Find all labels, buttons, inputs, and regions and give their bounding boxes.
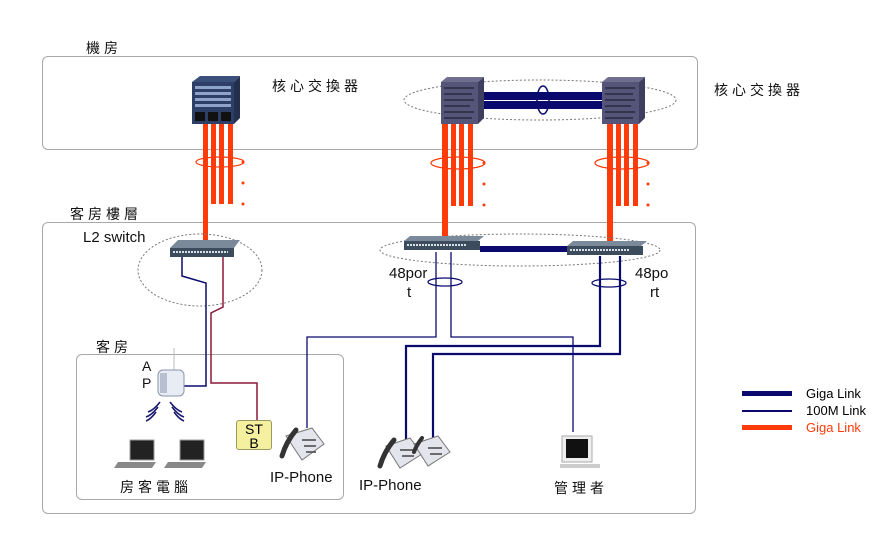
legend-item-giga-red: Giga Link: [742, 420, 861, 435]
set-top-box: ST B: [236, 420, 272, 450]
port48-switch-left-icon: [404, 236, 484, 250]
machine-room-label: 機房: [86, 41, 122, 57]
core-switch-label-right: 核心交換器: [714, 83, 804, 99]
ip-phone-floor-icon-2: [412, 435, 451, 467]
guest-floor-zone: [42, 222, 696, 514]
core-link-aggregation-ring: [536, 85, 550, 115]
ip-phone-floor-label: IP-Phone: [359, 477, 422, 494]
guest-room-label: 客房: [96, 340, 132, 356]
core-switch-b-icon: [602, 77, 645, 124]
link-port48-left-to-admin: [450, 252, 574, 432]
access-point-icon: [157, 348, 185, 397]
guest-laptop-icon-1: [114, 439, 156, 468]
ap-label-line2: P: [142, 375, 152, 391]
admin-label: 管理者: [554, 481, 608, 497]
port48-left-label-line2: t: [407, 284, 412, 301]
fiber-bundle-right: [594, 122, 650, 242]
left-uplink-ring: [427, 277, 463, 287]
fiber-bundle-middle: [430, 122, 486, 242]
guest-floor-label: 客房樓層: [70, 207, 142, 223]
l2-switch-ring: [137, 233, 263, 307]
ip-phone-room-label: IP-Phone: [270, 469, 333, 486]
access-stack-link: [480, 246, 574, 252]
legend-swatch-thin-navy: [742, 409, 792, 412]
legend-item-100m: 100M Link: [742, 403, 866, 418]
core-switch-chassis-icon: [192, 76, 240, 124]
link-port48-right-to-phone-b: [431, 256, 622, 440]
legend-swatch-thick-red: [742, 425, 792, 430]
legend-label: 100M Link: [806, 403, 866, 418]
access-stack-ring: [379, 233, 661, 267]
core-switch-label-left: 核心交換器: [272, 79, 362, 95]
guest-room-zone: [76, 354, 344, 500]
legend-label: Giga Link: [806, 386, 861, 401]
ap-label-line1: A: [142, 358, 152, 374]
ip-phone-room-icon: [279, 427, 325, 461]
port48-left-label-line1: 48por: [389, 265, 428, 282]
legend-item-giga-navy: Giga Link: [742, 386, 861, 401]
link-l2-to-ap: [181, 257, 207, 387]
core-switch-a-icon: [441, 77, 484, 124]
machine-room-zone: [42, 56, 698, 150]
port48-right-label-line1: 48po: [635, 265, 669, 282]
wireless-signal-icon: [145, 401, 185, 422]
fiber-bundle-left: [195, 122, 245, 240]
port48-switch-right-icon: [567, 241, 647, 255]
admin-computer-icon: [560, 435, 600, 468]
link-port48-right-to-phone-a: [404, 256, 602, 440]
core-cluster-ring: [403, 79, 677, 121]
l2-switch-icon: [170, 240, 240, 257]
stb-label-line2: B: [249, 435, 259, 451]
port48-right-label-line2: rt: [650, 284, 660, 301]
right-uplink-ring: [591, 278, 627, 288]
legend-label: Giga Link: [806, 420, 861, 435]
guest-laptop-icon-2: [164, 439, 206, 468]
link-port48-left-to-room-phone: [306, 252, 437, 428]
l2-switch-label: L2 switch: [83, 229, 146, 246]
stb-label-line1: ST: [245, 421, 263, 437]
legend-swatch-thick-navy: [742, 391, 792, 396]
guest-pc-label: 房客電腦: [120, 480, 192, 496]
core-giga-link: [482, 92, 604, 109]
link-l2-to-stb: [210, 257, 258, 420]
